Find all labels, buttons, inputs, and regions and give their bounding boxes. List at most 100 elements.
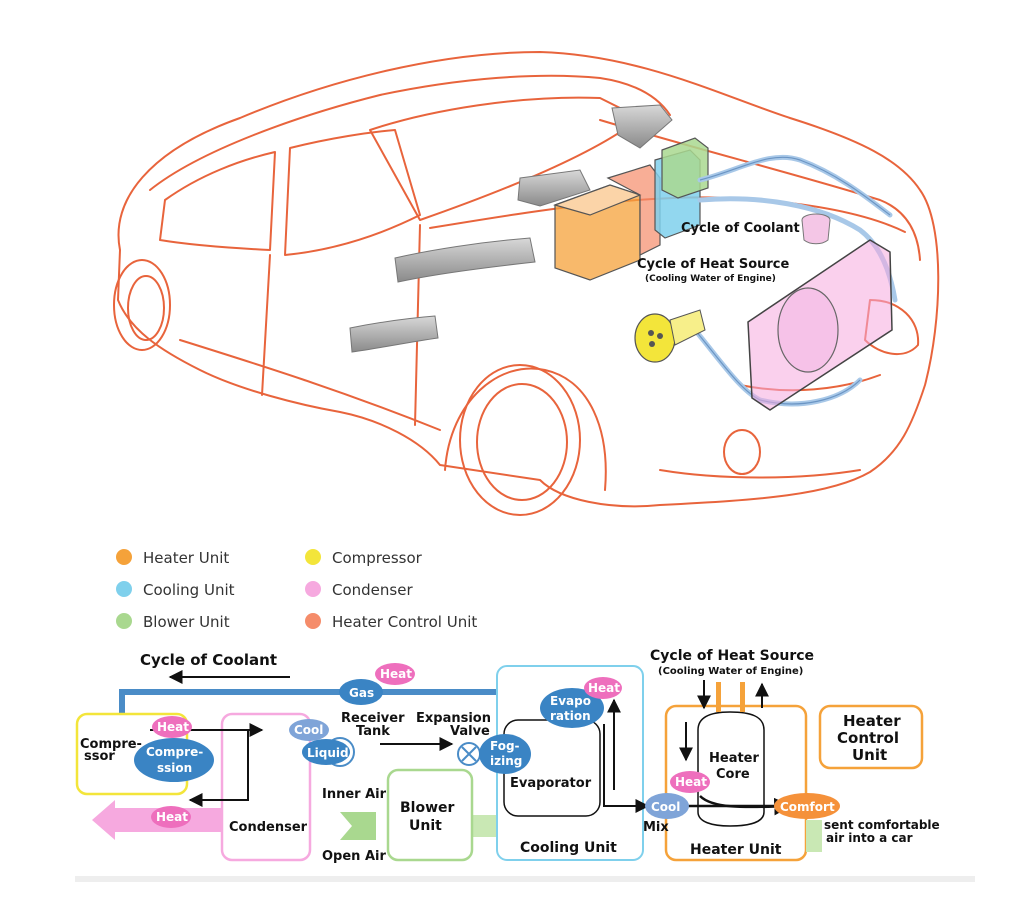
legend-swatch-compressor	[305, 549, 321, 565]
blower-unit-label-2: Unit	[409, 818, 442, 834]
svg-text:Liquid: Liquid	[307, 746, 349, 760]
svg-text:Heat: Heat	[157, 720, 189, 734]
car-roof	[149, 74, 671, 191]
svg-text:Heat: Heat	[588, 681, 620, 695]
air-ducts	[349, 104, 673, 353]
car-bumper	[659, 469, 861, 479]
sent-air-label-1: sent comfortable	[824, 818, 940, 832]
liquid-bubble	[302, 739, 350, 765]
compressor-label-1: Compre-	[80, 737, 142, 752]
comfort-bubble	[774, 793, 840, 819]
legend-label-compressor: Compressor	[332, 549, 423, 567]
fogging-bubble	[479, 734, 531, 774]
receiver-tank-label-2: Tank	[356, 724, 390, 739]
heat-bubble-gas	[375, 663, 415, 685]
car-sill	[179, 339, 441, 431]
cool-bubble-mix	[645, 793, 689, 819]
legend-swatch-heater	[116, 549, 132, 565]
heat-bubble-heater	[670, 771, 710, 793]
legend-label-blower: Blower Unit	[143, 613, 230, 631]
car-hood-line	[599, 119, 921, 261]
heater-core-label-1: Heater	[709, 751, 760, 766]
car-front-wheel-arch	[444, 367, 607, 491]
car-body-outline	[117, 51, 940, 508]
car-label-heat-source: Cycle of Heat Source	[637, 257, 790, 272]
legend: Heater Unit Cooling Unit Blower Unit Com…	[116, 549, 477, 631]
svg-text:Heat: Heat	[156, 810, 188, 824]
expansion-valve-label-1: Expansion	[416, 711, 491, 726]
condenser-radiator	[747, 239, 893, 411]
flow-diagram: Cycle of Coolant Compre- ssor Condenser …	[75, 648, 940, 864]
car-rear-wheel-inner	[127, 275, 165, 341]
car-front-wheel-outer	[459, 364, 581, 516]
car-front-window	[284, 129, 421, 256]
car-front-wheel-inner	[476, 383, 568, 501]
cycle-heat-source-label: Cycle of Heat Source	[650, 648, 814, 664]
bottom-strip	[75, 876, 975, 882]
blower-unit-label-1: Blower	[400, 800, 455, 816]
heater-control-label-1: Heater	[843, 712, 901, 730]
legend-label-heater-control: Heater Control Unit	[332, 613, 477, 631]
sent-air-label-2: air into a car	[826, 831, 913, 845]
heater-control-box	[818, 704, 924, 770]
svg-text:izing: izing	[490, 754, 522, 768]
blower-unit-box	[386, 768, 474, 862]
svg-text:ssion: ssion	[157, 761, 192, 775]
svg-text:Evapo: Evapo	[550, 694, 591, 708]
coolant-reservoir	[801, 213, 831, 245]
cool-bubble-liquid	[289, 719, 329, 741]
condenser-box	[220, 712, 312, 862]
legend-label-condenser: Condenser	[332, 581, 413, 599]
svg-text:Compre-: Compre-	[146, 745, 203, 759]
air-intake-arrow	[340, 812, 376, 840]
inner-air-label: Inner Air	[322, 787, 387, 802]
car-rear-wheel-outer	[113, 259, 171, 351]
car-door-line-1	[261, 254, 271, 396]
car-headlight	[864, 299, 920, 356]
svg-text:Comfort: Comfort	[780, 800, 835, 814]
gas-bubble	[339, 679, 383, 705]
compressor-part	[634, 309, 706, 363]
legend-swatch-blower	[116, 613, 132, 629]
svg-text:Gas: Gas	[349, 686, 374, 700]
legend-swatch-cooling	[116, 581, 132, 597]
cycle-of-coolant-label: Cycle of Coolant	[140, 651, 277, 669]
heater-control-block	[606, 164, 661, 256]
legend-swatch-condenser	[305, 581, 321, 597]
heater-core-label-2: Core	[716, 767, 750, 782]
svg-text:Heat: Heat	[675, 775, 707, 789]
mix-label: Mix	[643, 820, 669, 835]
expansion-valve-label-2: Valve	[450, 724, 490, 739]
evaporator-label: Evaporator	[510, 776, 592, 791]
cycle-heat-source-sub: (Cooling Water of Engine)	[658, 666, 803, 677]
car-illustration	[113, 51, 940, 516]
svg-text:Cool: Cool	[651, 800, 680, 814]
evaporation-bubble	[540, 688, 604, 728]
car-label-coolant: Cycle of Coolant	[681, 221, 800, 236]
heater-core-box	[697, 711, 765, 827]
heater-control-label-2: Control	[837, 729, 899, 747]
car-foglight	[723, 429, 761, 475]
blower-unit-block	[661, 137, 709, 199]
radiator-fan	[777, 287, 839, 373]
compressor-label-2: ssor	[84, 749, 115, 764]
car-rear-window	[159, 151, 276, 251]
cooling-unit-label: Cooling Unit	[520, 840, 617, 856]
svg-text:Heat: Heat	[380, 667, 412, 681]
legend-label-heater: Heater Unit	[143, 549, 229, 567]
hvac-module	[553, 137, 709, 281]
heat-bubble-condenser	[151, 806, 191, 828]
open-air-label: Open Air	[322, 849, 386, 864]
heater-unit-label: Heater Unit	[690, 842, 782, 858]
heat-bubble-evaporation	[584, 677, 622, 699]
car-label-heat-source-sub: (Cooling Water of Engine)	[645, 274, 776, 284]
heater-control-label-3: Unit	[852, 746, 887, 764]
legend-swatch-heater-control	[305, 613, 321, 629]
legend-label-cooling: Cooling Unit	[143, 581, 235, 599]
compression-bubble	[134, 738, 214, 782]
svg-text:Fog-: Fog-	[490, 739, 520, 753]
condenser-label: Condenser	[229, 820, 308, 835]
heat-bubble-compressor	[152, 716, 192, 738]
svg-text:ration: ration	[550, 709, 591, 723]
